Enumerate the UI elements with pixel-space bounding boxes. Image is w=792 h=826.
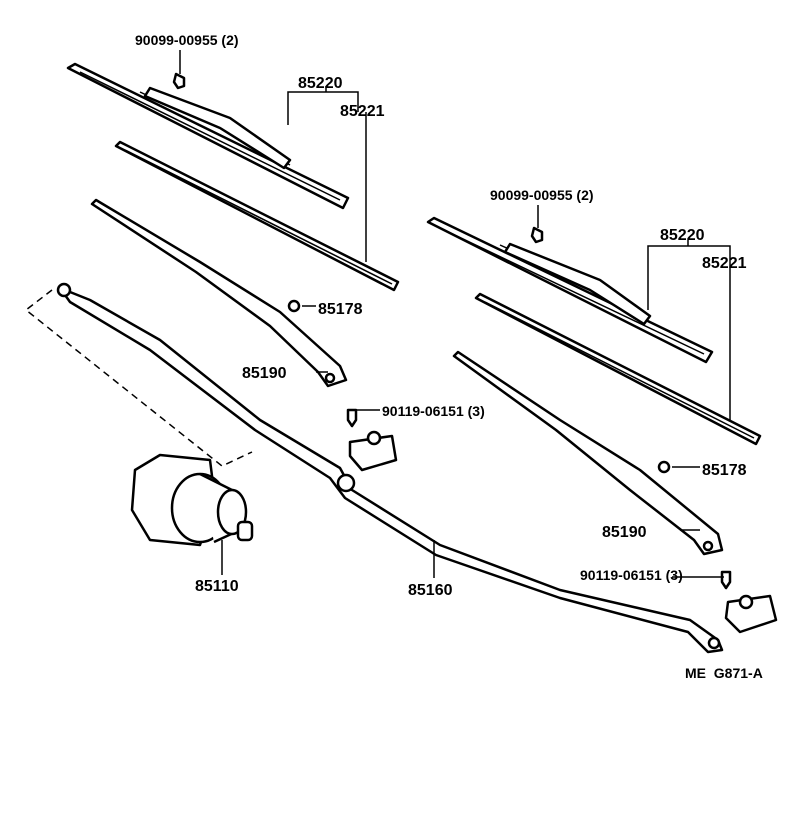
left-blade-insert xyxy=(114,140,400,292)
right-nut-shape xyxy=(657,460,671,474)
label-right-screw: 90099-00955 (2) xyxy=(490,187,594,203)
right-bolt-shape xyxy=(720,570,732,590)
label-left-blade-assy: 85220 xyxy=(298,75,343,92)
wiper-motor xyxy=(130,453,254,547)
label-left-screw: 90099-00955 (2) xyxy=(135,32,239,48)
left-wiper-arm xyxy=(90,198,348,388)
motor-link-dashed-line xyxy=(24,289,253,467)
label-left-nut: 85178 xyxy=(318,301,363,318)
right-pivot xyxy=(724,594,778,634)
left-wiper-blade xyxy=(66,62,350,210)
label-motor: 85110 xyxy=(195,578,239,595)
left-pivot xyxy=(348,430,398,472)
diagram-code: ME G871-A xyxy=(685,665,763,681)
right-screw-shape xyxy=(530,226,544,244)
label-right-arm: 85190 xyxy=(602,524,647,541)
left-bolt-shape xyxy=(346,408,358,428)
label-right-bolt: 90119-06151 (3) xyxy=(580,567,683,583)
left-nut-shape xyxy=(287,299,301,313)
label-link: 85160 xyxy=(408,582,453,599)
label-left-bolt: 90119-06151 (3) xyxy=(382,403,485,419)
label-right-blade-insert: 85221 xyxy=(702,255,747,272)
label-right-nut: 85178 xyxy=(702,462,747,479)
right-blade-insert xyxy=(474,292,762,446)
right-wiper-blade xyxy=(426,216,714,364)
wiper-link xyxy=(56,282,724,654)
right-wiper-arm xyxy=(452,350,724,556)
left-screw-shape xyxy=(172,72,186,90)
label-left-arm: 85190 xyxy=(242,365,287,382)
label-left-blade-insert: 85221 xyxy=(340,103,385,120)
label-right-blade-assy: 85220 xyxy=(660,227,705,244)
